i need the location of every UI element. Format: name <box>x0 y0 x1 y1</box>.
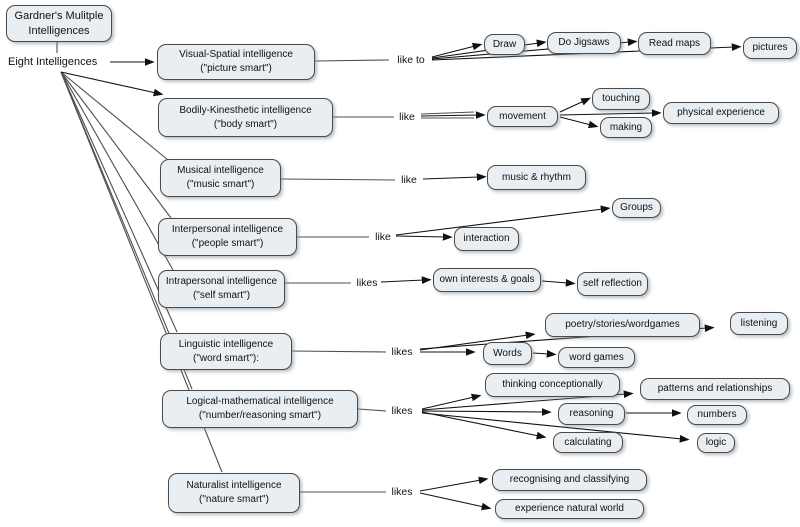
branch-musical[interactable]: Musical intelligence ("music smart") <box>160 159 281 197</box>
verb-logical-mathematical[interactable]: likes <box>391 405 413 417</box>
branch-logical-mathematical[interactable]: Logical-mathematical intelligence ("numb… <box>162 390 358 428</box>
root-node[interactable]: Gardner's Mulitple Intelligences <box>6 5 112 42</box>
leaf-pictures[interactable]: pictures <box>743 37 797 59</box>
leaf-experience-natural-world[interactable]: experience natural world <box>495 499 644 519</box>
verb-bodily-kinesthetic[interactable]: like <box>399 111 415 123</box>
branch-intrapersonal[interactable]: Intrapersonal intelligence ("self smart"… <box>158 270 285 308</box>
leaf-read-maps[interactable]: Read maps <box>638 32 711 55</box>
branch-linguistic[interactable]: Linguistic intelligence ("word smart"): <box>160 333 292 370</box>
verb-musical[interactable]: like <box>401 174 417 186</box>
leaf-reasoning[interactable]: reasoning <box>558 403 625 425</box>
verb-intrapersonal[interactable]: likes <box>356 277 378 289</box>
leaf-groups[interactable]: Groups <box>612 198 661 218</box>
branch-naturalist[interactable]: Naturalist intelligence ("nature smart") <box>168 473 300 513</box>
leaf-draw[interactable]: Draw <box>484 34 525 55</box>
verb-visual-spatial[interactable]: like to <box>397 54 425 66</box>
verb-linguistic[interactable]: likes <box>391 346 413 358</box>
leaf-making[interactable]: making <box>600 117 652 138</box>
leaf-movement[interactable]: movement <box>487 106 558 127</box>
branch-visual-spatial[interactable]: Visual-Spatial intelligence ("picture sm… <box>157 44 315 80</box>
leaf-interaction[interactable]: interaction <box>454 227 519 251</box>
leaf-thinking-conceptionally[interactable]: thinking conceptionally <box>485 373 620 397</box>
leaf-patterns-and-relationships[interactable]: patterns and relationships <box>640 378 790 400</box>
leaf-logic[interactable]: logic <box>697 433 735 453</box>
branch-bodily-kinesthetic[interactable]: Bodily-Kinesthetic intelligence ("body s… <box>158 98 333 137</box>
verb-naturalist[interactable]: likes <box>391 486 413 498</box>
leaf-word-games[interactable]: word games <box>558 347 635 368</box>
leaf-touching[interactable]: touching <box>592 88 650 110</box>
leaf-poetry-stories-wordgames[interactable]: poetry/stories/wordgames <box>545 313 700 337</box>
leaf-numbers[interactable]: numbers <box>687 405 747 425</box>
verb-interpersonal[interactable]: like <box>375 231 391 243</box>
leaf-music-rhythm[interactable]: music & rhythm <box>487 165 586 190</box>
leaf-calculating[interactable]: calculating <box>553 432 623 453</box>
leaf-do-jigsaws[interactable]: Do Jigsaws <box>547 32 621 54</box>
leaf-physical-experience[interactable]: physical experience <box>663 102 779 124</box>
hub-node[interactable]: Eight Intelligences <box>8 56 98 68</box>
leaf-self-reflection[interactable]: self reflection <box>577 272 648 296</box>
leaf-own-interests-goals[interactable]: own interests & goals <box>433 268 541 292</box>
leaf-words[interactable]: Words <box>483 342 532 365</box>
leaf-recognising-and-classifying[interactable]: recognising and classifying <box>492 469 647 491</box>
branch-interpersonal[interactable]: Interpersonal intelligence ("people smar… <box>158 218 297 256</box>
leaf-listening[interactable]: listening <box>730 312 788 335</box>
